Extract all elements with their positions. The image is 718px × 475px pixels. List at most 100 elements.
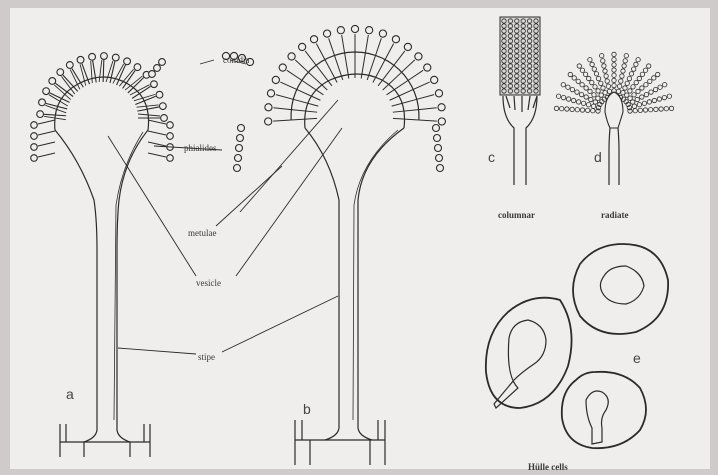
conidium (554, 106, 558, 110)
hulle-cell-2 (573, 244, 668, 334)
conidium (310, 36, 317, 43)
conidium (612, 78, 616, 82)
conidium (602, 64, 606, 68)
conidium (435, 90, 442, 97)
phialide (329, 38, 335, 55)
phialide (316, 44, 324, 60)
conidium (556, 94, 560, 98)
metula-edge (291, 110, 317, 113)
label-c: c (488, 149, 495, 165)
conidium (644, 92, 648, 96)
phialide (376, 38, 382, 55)
label-a: a (66, 386, 74, 402)
phialide (38, 142, 55, 146)
phialide (93, 61, 97, 83)
conidium (617, 84, 621, 88)
conidium (607, 89, 611, 93)
conidium (265, 104, 272, 111)
phialides-c (506, 96, 537, 112)
conidium (299, 43, 306, 50)
phialide (110, 61, 115, 82)
metulae-b (291, 52, 419, 120)
leader-stipe-b (222, 296, 338, 352)
conidium (652, 98, 656, 102)
conidium (594, 72, 598, 76)
conidium (622, 64, 626, 68)
phialide (38, 153, 55, 157)
conidium (39, 99, 46, 106)
conidium (636, 89, 640, 93)
conidium (561, 95, 565, 99)
conidium (134, 64, 141, 71)
vesicle-a (55, 77, 149, 130)
conidium (634, 62, 638, 66)
conidium (638, 108, 642, 112)
hulle-cell-3-lumen (586, 391, 608, 444)
conidium (161, 115, 168, 122)
conidium (629, 72, 633, 76)
hulle-cell-3 (562, 372, 646, 448)
phialides-b (222, 25, 445, 171)
conidium (637, 76, 641, 80)
conidium (634, 80, 638, 84)
label-d: d (594, 149, 602, 165)
conidium (392, 36, 399, 43)
conidium (154, 65, 161, 72)
conidium (167, 133, 174, 140)
conidium (149, 71, 156, 78)
conidium (601, 59, 605, 63)
conidium (66, 62, 73, 69)
conidium (623, 59, 627, 63)
conidium (31, 155, 38, 162)
metula-edge (390, 89, 414, 100)
conidium (89, 53, 96, 60)
conidium (577, 64, 581, 68)
metula-edge (308, 72, 327, 90)
conidium (586, 108, 590, 112)
conidium (658, 85, 662, 89)
phialide (276, 95, 293, 100)
conidium (576, 100, 580, 104)
metula-edge (393, 118, 419, 120)
conidium (590, 62, 594, 66)
conidium (43, 88, 50, 95)
conidium (435, 145, 442, 152)
label-vesicle: vesicle (196, 278, 221, 288)
conidium (656, 72, 660, 76)
conidium (643, 68, 647, 72)
conidiophore-a (31, 53, 174, 457)
conidium (31, 133, 38, 140)
conidium (599, 81, 603, 85)
conidium (366, 27, 373, 34)
conidium (31, 144, 38, 151)
phialide (273, 108, 291, 110)
phialide-edge (91, 61, 93, 83)
vesicle-b (305, 74, 405, 128)
conidium (588, 58, 592, 62)
metula-edge (393, 110, 419, 113)
conidium (576, 79, 580, 83)
conidium (584, 95, 588, 99)
conidium (631, 85, 635, 89)
metula-edge (297, 89, 321, 100)
conidium (159, 103, 166, 110)
conidium (583, 72, 587, 76)
conidium (642, 101, 646, 105)
leader-stipe-a (118, 348, 196, 354)
phialide (148, 131, 166, 135)
conidium (112, 54, 119, 61)
conidium (575, 108, 579, 112)
conidium (667, 94, 671, 98)
conidium (415, 53, 422, 60)
conidium (628, 89, 632, 93)
conidium (662, 95, 666, 99)
label-b: b (303, 401, 311, 417)
hulle-cell-1-lumen (494, 320, 546, 408)
conidium (612, 52, 616, 56)
conidium (625, 81, 629, 85)
conidium (565, 107, 569, 111)
conidium (433, 125, 440, 132)
conidium (323, 30, 330, 37)
conidium (587, 76, 591, 80)
